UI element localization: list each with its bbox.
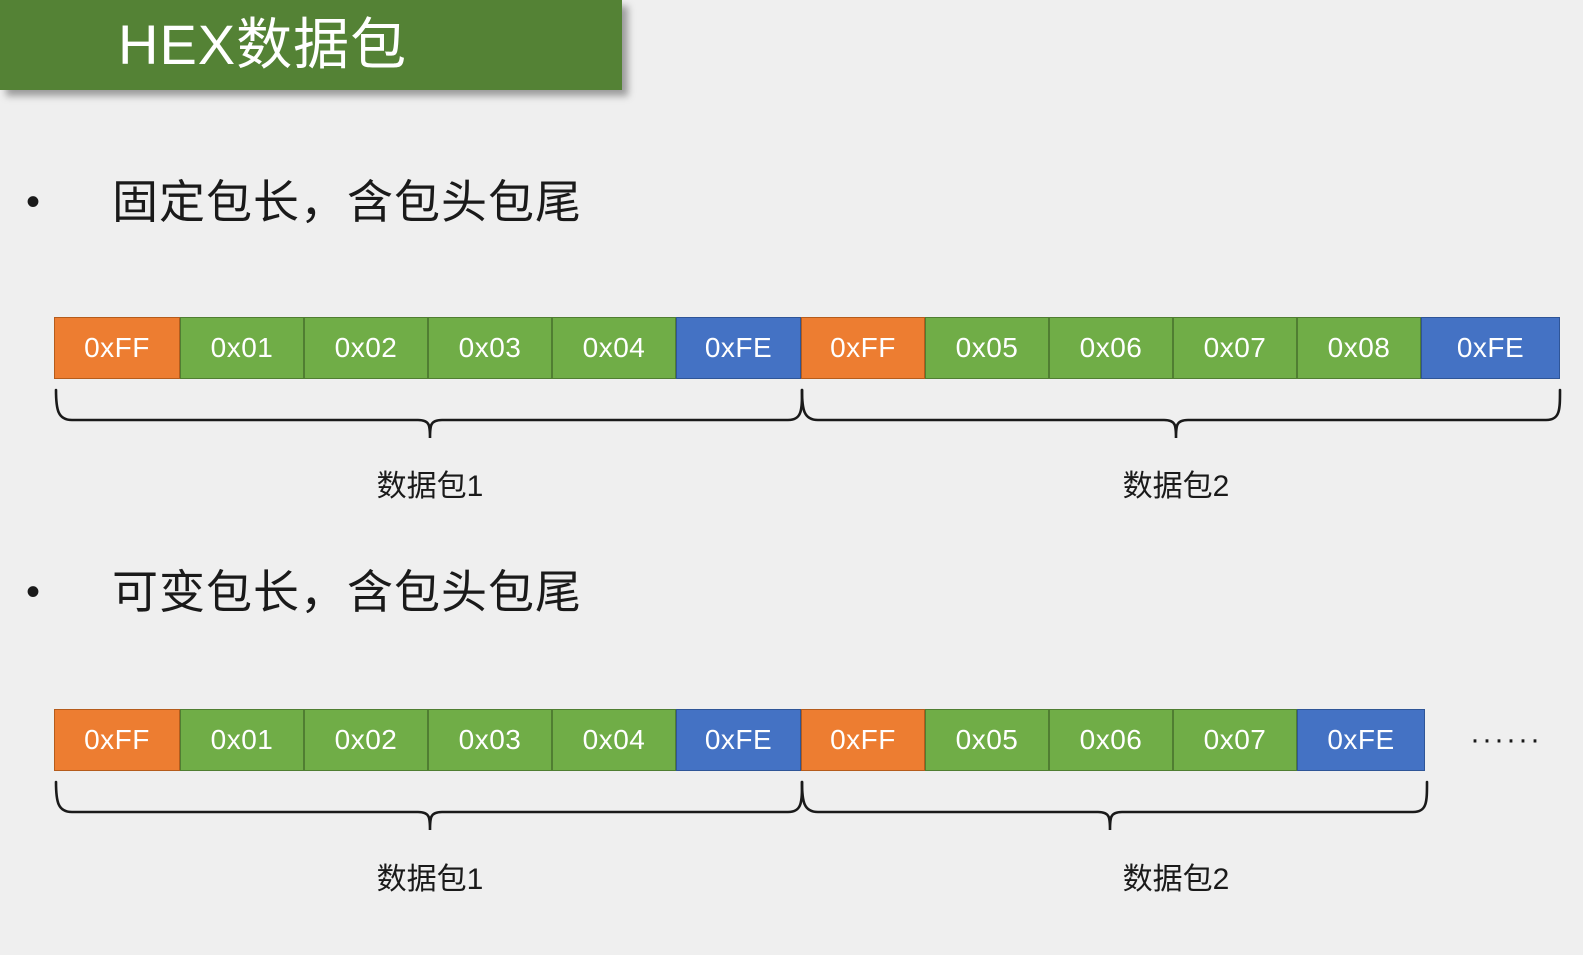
packet-byte-cell: 0x07 — [1173, 317, 1297, 379]
packet-byte-cell: 0x07 — [1173, 709, 1297, 771]
packet-byte-cell: 0x02 — [304, 317, 428, 379]
packet-byte-cell: 0x04 — [552, 709, 676, 771]
packet-byte-cell: 0x06 — [1049, 709, 1173, 771]
curly-brace-icon — [54, 388, 804, 439]
brace-group-icon — [54, 388, 1562, 439]
packet-byte-cell: 0xFF — [54, 317, 180, 379]
packet-byte-cell: 0xFF — [801, 317, 925, 379]
page-title: HEX数据包 — [118, 13, 408, 76]
brace-layer — [0, 388, 1583, 458]
packet-byte-cell: 0x05 — [925, 317, 1049, 379]
packet-byte-cell: 0xFF — [54, 709, 180, 771]
packet-byte-cell: 0x04 — [552, 317, 676, 379]
slide-title-banner: HEX数据包 — [0, 0, 622, 90]
bullet-label: 可变包长，含包头包尾 — [112, 566, 582, 618]
packet-byte-cell: 0x08 — [1297, 317, 1421, 379]
bullet-dot-icon: • — [26, 180, 41, 225]
bullet-item-fixed-length: • 固定包长，含包头包尾 — [26, 176, 582, 228]
packet-byte-cell: 0xFE — [1421, 317, 1560, 379]
packet-label: 数据包2 — [1122, 470, 1230, 503]
ellipsis-icon: ······ — [1470, 723, 1542, 756]
bullet-dot-icon: • — [26, 570, 41, 615]
packet-label: 数据包1 — [376, 470, 484, 503]
curly-brace-icon — [800, 780, 1429, 831]
curly-brace-icon — [800, 388, 1562, 439]
brace-layer — [0, 780, 1583, 850]
packet-byte-cell: 0x03 — [428, 709, 552, 771]
bullet-item-variable-length: • 可变包长，含包头包尾 — [26, 566, 582, 618]
packet-byte-cell: 0x01 — [180, 709, 304, 771]
packet-byte-cell: 0x05 — [925, 709, 1049, 771]
packet-byte-cell: 0x01 — [180, 317, 304, 379]
bullet-label: 固定包长，含包头包尾 — [112, 176, 582, 228]
packet-byte-cell: 0xFE — [676, 317, 801, 379]
packet-byte-cell: 0x03 — [428, 317, 552, 379]
packet-byte-cell: 0x02 — [304, 709, 428, 771]
packet-label: 数据包2 — [1122, 863, 1230, 896]
packet-byte-cell: 0xFF — [801, 709, 925, 771]
curly-brace-icon — [54, 780, 804, 831]
packet-label: 数据包1 — [376, 863, 484, 896]
packet-byte-cell: 0xFE — [1297, 709, 1425, 771]
brace-group-icon — [54, 780, 1429, 831]
packet-byte-cell: 0x06 — [1049, 317, 1173, 379]
packet-byte-cell: 0xFE — [676, 709, 801, 771]
